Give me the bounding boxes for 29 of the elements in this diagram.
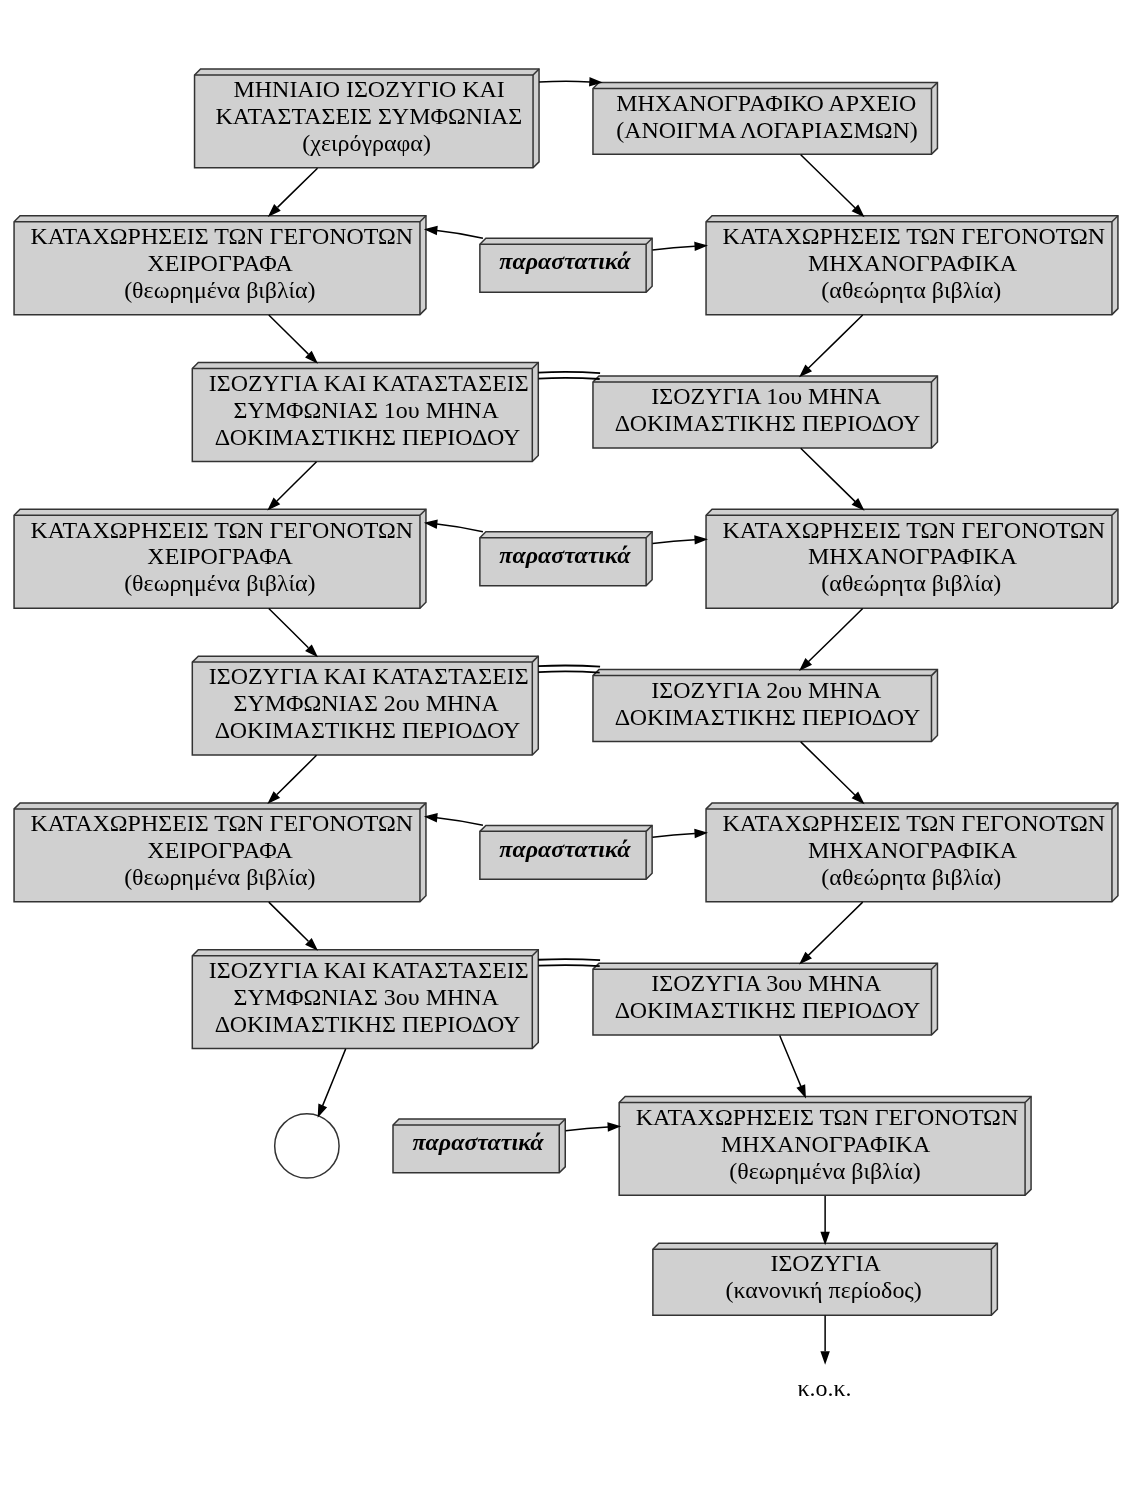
- arrow: [268, 607, 318, 657]
- arrow: [820, 1194, 830, 1245]
- arrow: [778, 1034, 806, 1098]
- connector: [537, 370, 601, 380]
- arrow: [268, 900, 318, 951]
- node-text: κ.ο.κ.: [797, 1374, 852, 1401]
- connector: [537, 957, 601, 967]
- arrow: [799, 607, 864, 671]
- arrow: [799, 900, 864, 964]
- arrow: [267, 166, 319, 217]
- arrow: [423, 518, 484, 532]
- connector: [537, 664, 601, 673]
- arrow: [564, 1121, 622, 1132]
- arrow: [799, 313, 864, 377]
- arrow: [423, 812, 484, 826]
- arrow: [317, 1047, 347, 1118]
- arrow: [423, 225, 484, 239]
- arrow: [651, 828, 708, 838]
- arrow: [267, 460, 318, 510]
- arrow: [800, 153, 865, 217]
- node-circle: [273, 1112, 340, 1179]
- arrow: [800, 740, 865, 804]
- arrow: [651, 241, 708, 251]
- arrow: [268, 313, 318, 364]
- arrow: [820, 1314, 830, 1365]
- arrow: [800, 447, 865, 511]
- arrow: [267, 754, 318, 804]
- arrow: [538, 76, 603, 87]
- arrow: [651, 534, 708, 545]
